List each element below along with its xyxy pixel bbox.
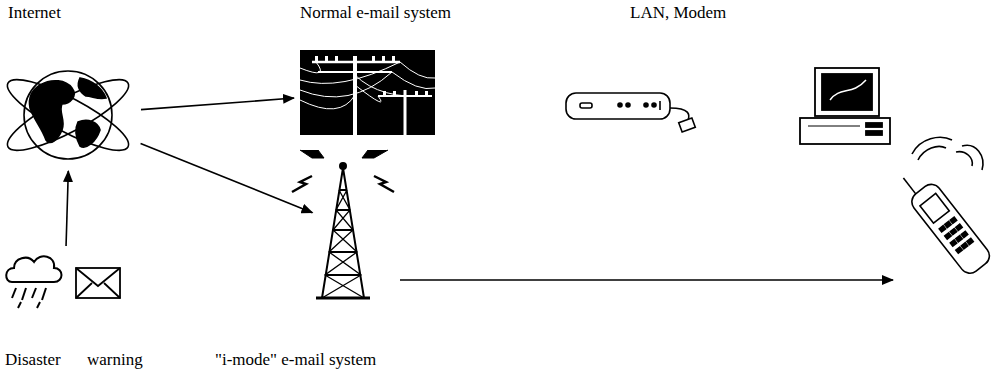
mobile-phone-icon [896, 137, 993, 277]
power-lines-icon [300, 50, 435, 135]
icon-node: Disaster warning [5, 252, 125, 310]
icon-caption: Disaster warning [5, 350, 143, 370]
icon-node: LAN, Modem [565, 88, 705, 132]
icon-caption: LAN, Modem [630, 3, 726, 23]
globe-icon [0, 68, 136, 162]
rain-cloud-icon [6, 256, 61, 308]
icon-caption: Normal e-mail system [300, 3, 451, 23]
envelope-icon [76, 268, 120, 298]
icon-caption: "i-mode" e-mail system [215, 350, 376, 370]
icon-node: Normal e-mail system [300, 50, 435, 135]
flow-arrow [141, 143, 313, 212]
modem-icon [566, 93, 695, 132]
radio-tower-icon [292, 150, 394, 298]
icon-node: "i-mode" e-mail system [318, 150, 368, 300]
flow-arrow [66, 171, 68, 246]
flow-arrow [141, 98, 294, 110]
icon-node: Internet [5, 65, 135, 165]
icon-caption: Internet [8, 3, 61, 23]
wireless-arrow [400, 279, 893, 281]
computer-icon [800, 68, 890, 144]
